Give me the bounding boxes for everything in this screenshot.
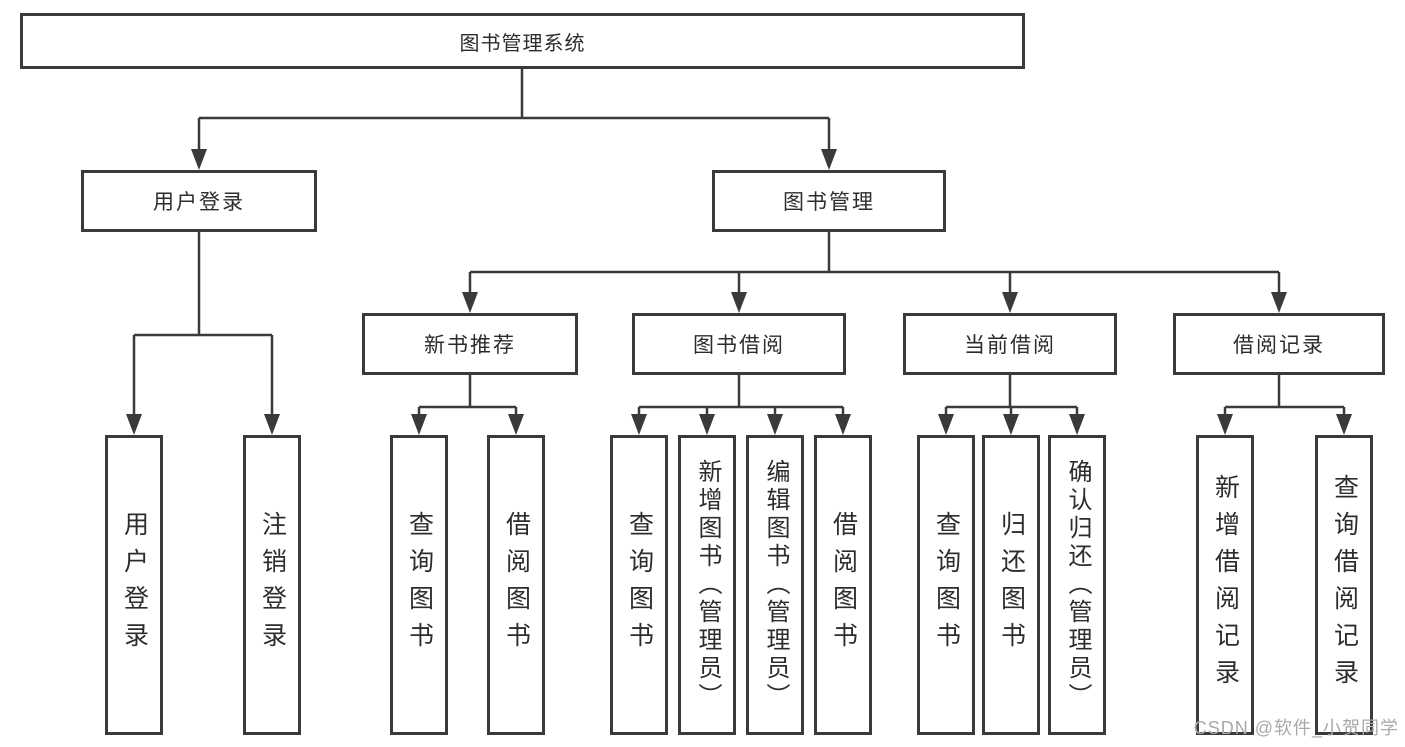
- leaf-current-return: 归还图书: [982, 435, 1040, 735]
- node-new-book-recommendation-label: 新书推荐: [424, 334, 516, 357]
- leaf-user-login: 用户登录: [105, 435, 163, 735]
- node-book-management: 图书管理: [712, 170, 946, 232]
- node-book-borrowing: 图书借阅: [632, 313, 846, 375]
- leaf-borrowing-borrow: 借阅图书: [814, 435, 872, 735]
- leaf-records-search-label: 查询借阅记录: [1330, 474, 1359, 696]
- leaf-borrowing-edit-label: 编辑图书（管理员）: [762, 459, 789, 711]
- leaf-borrowing-search: 查询图书: [610, 435, 668, 735]
- leaf-logout: 注销登录: [243, 435, 301, 735]
- leaf-borrowing-add: 新增图书（管理员）: [678, 435, 736, 735]
- leaf-newbooks-search: 查询图书: [390, 435, 448, 735]
- leaf-current-confirm-return-label: 确认归还（管理员）: [1064, 459, 1091, 711]
- leaf-newbooks-borrow: 借阅图书: [487, 435, 545, 735]
- node-root: 图书管理系统: [20, 13, 1025, 69]
- leaf-records-search: 查询借阅记录: [1315, 435, 1373, 735]
- leaf-borrowing-borrow-label: 借阅图书: [829, 511, 858, 659]
- node-borrowing-records-label: 借阅记录: [1233, 334, 1325, 357]
- node-current-borrowing: 当前借阅: [903, 313, 1117, 375]
- leaf-user-login-label: 用户登录: [120, 511, 149, 659]
- node-root-label: 图书管理系统: [459, 32, 586, 55]
- leaf-current-return-label: 归还图书: [997, 511, 1026, 659]
- leaf-borrowing-search-label: 查询图书: [625, 511, 654, 659]
- leaf-current-confirm-return: 确认归还（管理员）: [1048, 435, 1106, 735]
- node-new-book-recommendation: 新书推荐: [362, 313, 578, 375]
- leaf-records-add-label: 新增借阅记录: [1211, 474, 1240, 696]
- node-user-login-label: 用户登录: [153, 191, 245, 214]
- csdn-watermark: CSDN @软件_小贺同学: [1193, 718, 1399, 738]
- leaf-logout-label: 注销登录: [258, 511, 287, 659]
- leaf-newbooks-search-label: 查询图书: [405, 511, 434, 659]
- leaf-borrowing-edit: 编辑图书（管理员）: [746, 435, 804, 735]
- node-user-login: 用户登录: [81, 170, 317, 232]
- leaf-borrowing-add-label: 新增图书（管理员）: [694, 459, 721, 711]
- node-book-management-label: 图书管理: [783, 191, 875, 214]
- leaf-current-search-label: 查询图书: [932, 511, 961, 659]
- node-borrowing-records: 借阅记录: [1173, 313, 1385, 375]
- leaf-newbooks-borrow-label: 借阅图书: [502, 511, 531, 659]
- node-book-borrowing-label: 图书借阅: [693, 334, 785, 357]
- leaf-records-add: 新增借阅记录: [1196, 435, 1254, 735]
- node-current-borrowing-label: 当前借阅: [964, 334, 1056, 357]
- leaf-current-search: 查询图书: [917, 435, 975, 735]
